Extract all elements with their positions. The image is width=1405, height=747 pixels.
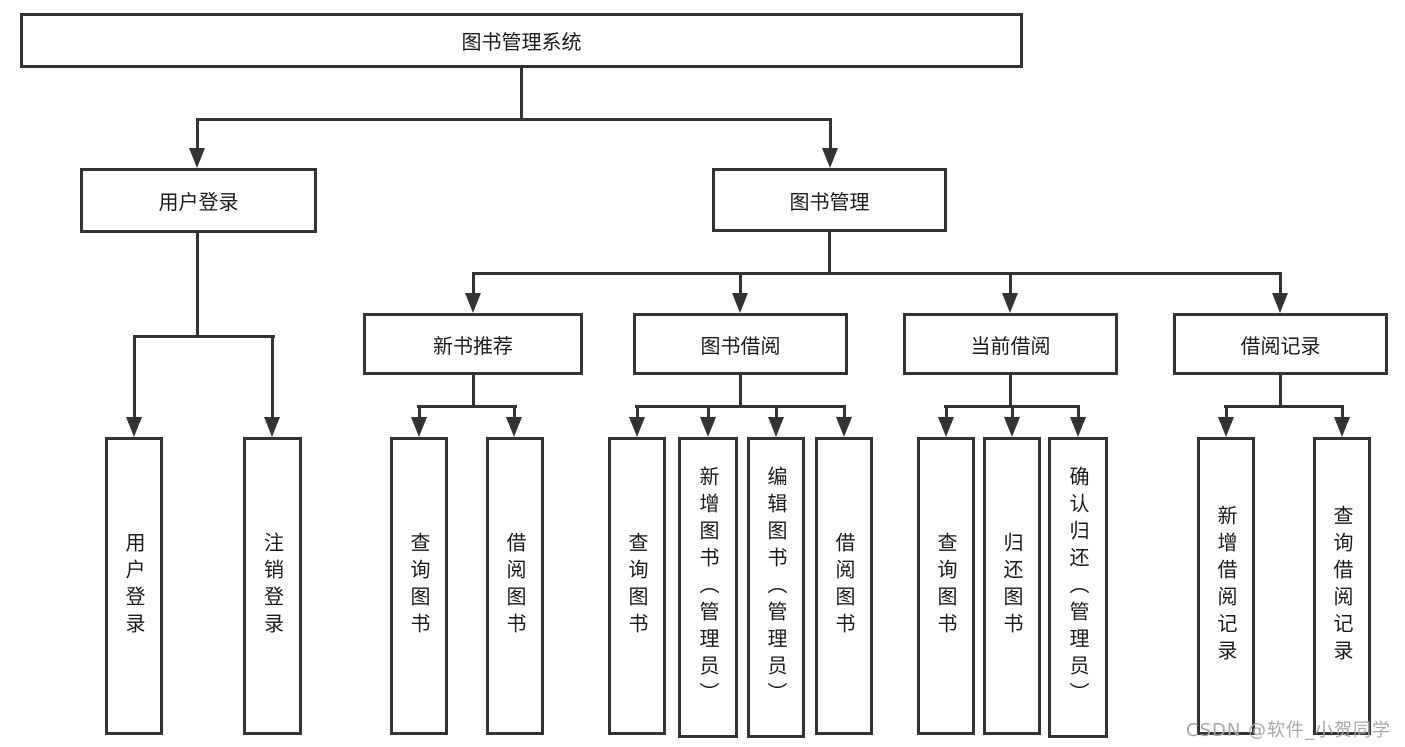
node-label: 借阅记录 [1240,333,1321,358]
connector-line [513,407,516,417]
connector-line [133,337,136,417]
connector-line [1077,407,1080,417]
connector-line [829,120,832,148]
connector-line [133,335,275,338]
node-label: 新书推荐 [433,333,513,358]
node-leaf-add-borrow-record: 新增借阅记录 [1197,437,1255,735]
arrowhead-down-icon [1070,417,1086,437]
connector-line [196,120,199,148]
arrowhead-down-icon [411,417,427,437]
node-label: 查询图书 [407,532,431,640]
node-label: 新增借阅记录 [1214,505,1238,667]
node-new-book-recommend: 新书推荐 [363,313,583,375]
connector-line [843,407,846,417]
arrowhead-down-icon [506,417,522,437]
connector-line [635,405,846,408]
arrowhead-down-icon [822,148,838,168]
connector-line [196,118,832,121]
node-label: 归还图书 [1000,532,1024,640]
node-book-borrowing: 图书借阅 [633,313,848,375]
arrowhead-down-icon [836,417,852,437]
connector-line [271,337,274,417]
node-user-login: 用户登录 [80,168,317,233]
node-leaf-return-books: 归还图书 [983,437,1041,735]
connector-line [1279,274,1282,293]
connector-line [196,233,199,336]
node-label: 用户登录 [122,532,146,640]
arrowhead-down-icon [768,417,784,437]
arrowhead-down-icon [1218,417,1234,437]
connector-line [944,405,1080,408]
connector-line [1011,407,1014,417]
connector-line [520,67,523,119]
connector-line [739,274,742,293]
node-leaf-user-login: 用户登录 [105,437,163,735]
node-label: 新增图书（管理员） [696,466,720,709]
connector-line [945,407,948,417]
arrowhead-down-icon [264,417,280,437]
node-label: 借阅图书 [832,532,856,640]
arrowhead-down-icon [732,293,748,313]
connector-line [636,407,639,417]
node-label: 图书管理 [789,189,870,214]
arrowhead-down-icon [465,293,481,313]
node-current-borrowing: 当前借阅 [903,313,1118,375]
arrowhead-down-icon [629,417,645,437]
node-label: 查询借阅记录 [1330,505,1354,667]
connector-line [707,407,710,417]
arrowhead-down-icon [1334,417,1350,437]
node-label: 图书管理系统 [461,30,582,54]
node-leaf-logout: 注销登录 [243,437,302,735]
connector-line [739,374,742,406]
connector-line [1009,274,1012,293]
node-leaf-query-books-current: 查询图书 [917,437,975,735]
node-book-management: 图书管理 [712,168,947,232]
node-label: 用户登录 [158,190,239,214]
connector-line [1009,374,1012,406]
node-borrowing-records: 借阅记录 [1173,313,1388,375]
connector-line [828,231,831,274]
node-leaf-edit-books-admin: 编辑图书（管理员） [747,437,805,738]
node-leaf-query-books-borrowing: 查询图书 [608,437,666,735]
node-label: 确认归还（管理员） [1066,466,1090,709]
node-label: 查询图书 [625,532,649,640]
node-leaf-add-books-admin: 新增图书（管理员） [678,437,738,738]
arrowhead-down-icon [1272,293,1288,313]
node-leaf-confirm-return-admin: 确认归还（管理员） [1048,437,1108,738]
connector-line [417,405,517,408]
connector-line [472,274,475,293]
connector-line [775,407,778,417]
node-label: 编辑图书（管理员） [764,466,788,709]
arrowhead-down-icon [1002,293,1018,313]
node-leaf-query-books-recommend: 查询图书 [390,437,448,735]
node-leaf-borrow-books-recommend: 借阅图书 [486,437,544,735]
node-label: 注销登录 [260,532,285,640]
node-leaf-borrow-books-borrowing: 借阅图书 [815,437,873,735]
connector-line [472,272,1282,275]
node-leaf-query-borrow-record: 查询借阅记录 [1313,437,1371,735]
arrowhead-down-icon [189,148,205,168]
connector-line [1279,374,1282,406]
node-label: 当前借阅 [970,333,1051,358]
arrowhead-down-icon [126,417,142,437]
node-library-management-system: 图书管理系统 [20,13,1023,68]
connector-line [1225,407,1228,417]
node-label: 图书借阅 [700,333,781,358]
connector-line [472,374,475,406]
node-label: 借阅图书 [503,532,527,640]
node-label: 查询图书 [934,532,958,640]
arrowhead-down-icon [1004,417,1020,437]
connector-line [1341,407,1344,417]
connector-line [418,407,421,417]
connector-line [1224,405,1344,408]
arrowhead-down-icon [938,417,954,437]
arrowhead-down-icon [700,417,716,437]
csdn-watermark: CSDN @软件_小贺同学 [1186,720,1392,741]
